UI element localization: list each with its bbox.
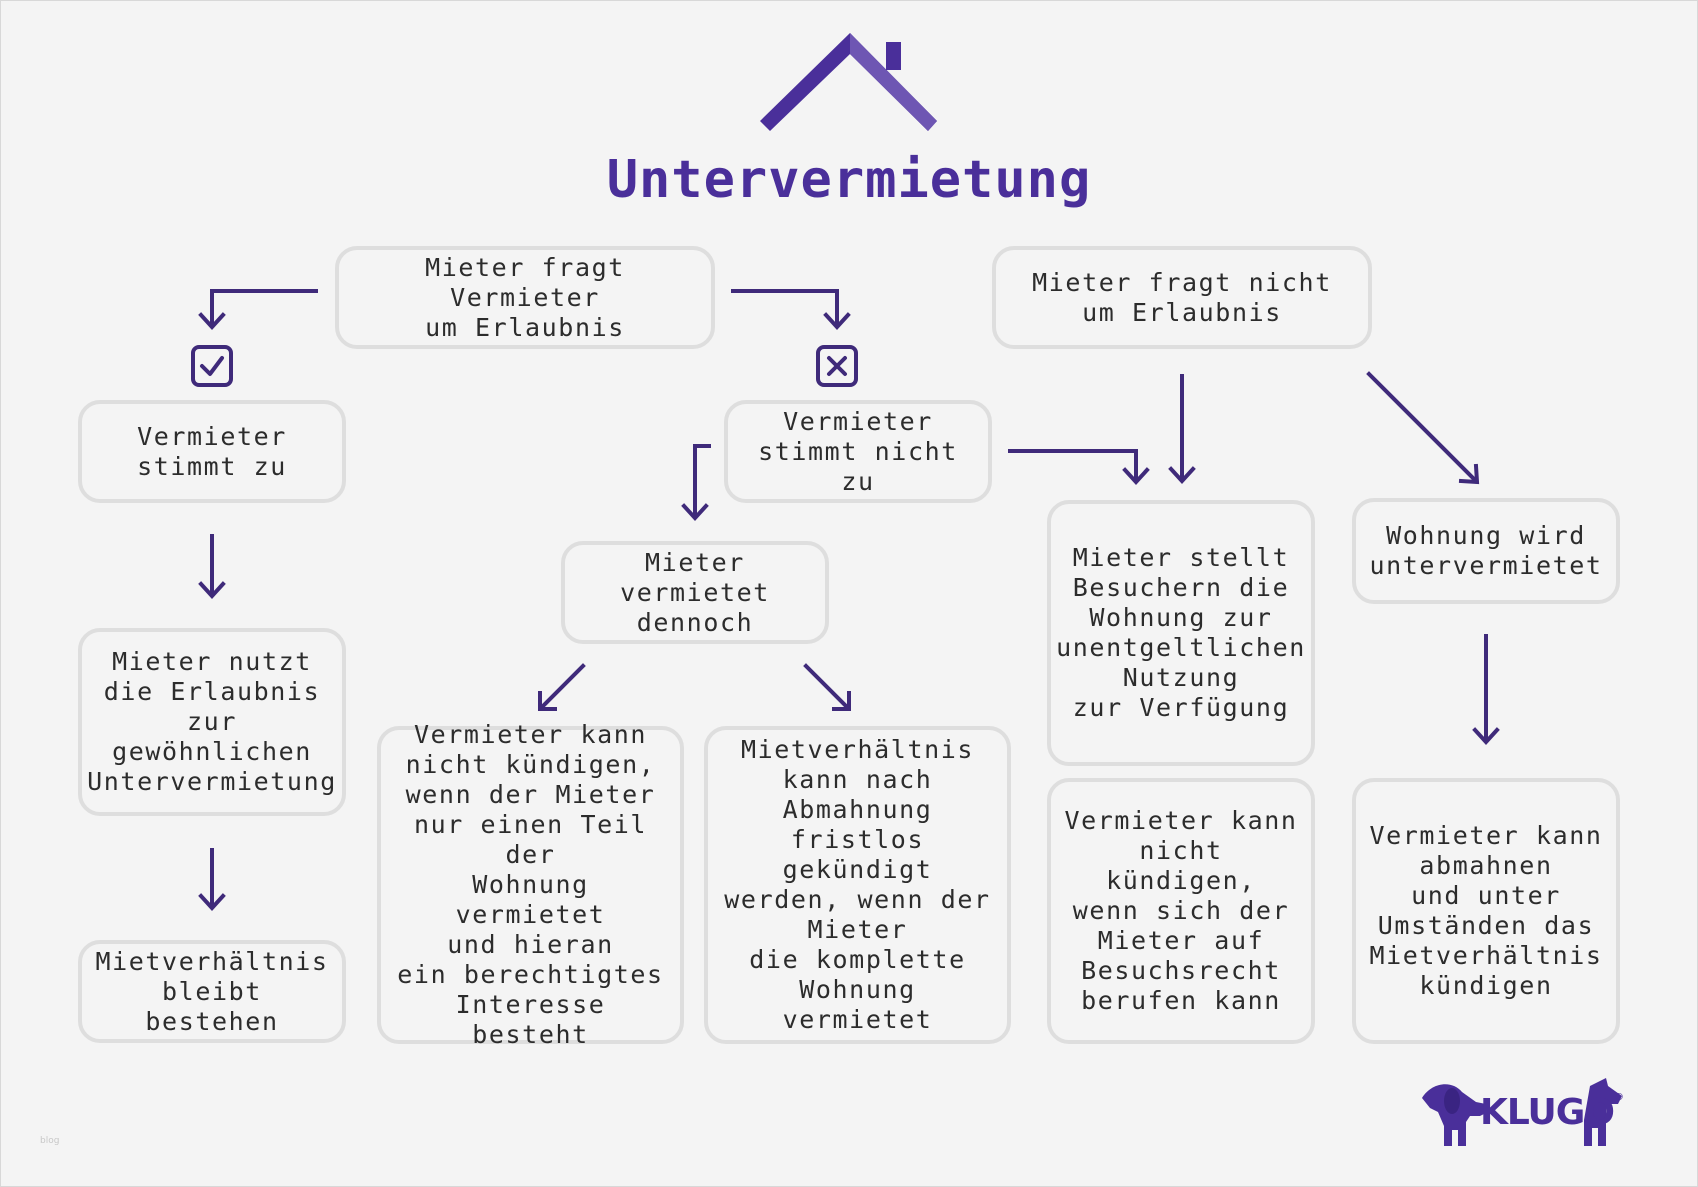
- box-mieter-nutzt-erlaubnis: Mieter nutzt die Erlaubnis zur gewöhnlic…: [78, 628, 346, 816]
- box-mietverhaeltnis-bleibt: Mietverhältnis bleibt bestehen: [78, 940, 346, 1043]
- arrow-uses-to-stays: [198, 848, 226, 911]
- box-vermieter-kann-abmahnen: Vermieter kann abmahnen und unter Umstän…: [1352, 778, 1620, 1044]
- box-vermieter-stimmt-zu: Vermieter stimmt zu: [78, 400, 346, 503]
- arrow-disagrees-to-visitors: [1008, 449, 1150, 485]
- arrow-notask-to-sublet: [1366, 371, 1480, 485]
- arrow-rents-to-terminate: [803, 663, 851, 711]
- arrow-ask-to-agrees: [198, 289, 318, 330]
- watermark: blog: [40, 1136, 60, 1146]
- arrow-notask-to-visitors: [1168, 374, 1196, 484]
- checkbox-cross-icon: [816, 345, 858, 387]
- logo-text: KLUGO®: [1480, 1092, 1624, 1133]
- box-vermieter-kann-nicht-kuendigen-besuch: Vermieter kann nicht kündigen, wenn sich…: [1047, 778, 1315, 1044]
- arrow-agrees-to-uses: [198, 534, 226, 599]
- box-mieter-fragt-nicht: Mieter fragt nicht um Erlaubnis: [992, 246, 1372, 349]
- checkbox-check-icon: [191, 345, 233, 387]
- box-wohnung-wird-untervermietet: Wohnung wird untervermietet: [1352, 498, 1620, 604]
- box-mieter-vermietet-dennoch: Mieter vermietet dennoch: [561, 541, 829, 644]
- registered-mark: ®: [1613, 1092, 1624, 1103]
- arrow-ask-to-disagrees: [731, 289, 851, 330]
- dachshund-logo-icon: [1422, 1078, 1622, 1146]
- page-title: Untervermietung: [606, 150, 1092, 210]
- arrow-disagrees-to-rents: [681, 444, 711, 521]
- arrow-sublet-to-warn: [1472, 634, 1500, 745]
- box-vermieter-stimmt-nicht-zu: Vermieter stimmt nicht zu: [724, 400, 992, 503]
- box-fristlos-gekuendigt: Mietverhältnis kann nach Abmahnung frist…: [704, 726, 1011, 1044]
- arrow-rents-to-cannot: [538, 663, 586, 711]
- box-mieter-fragt: Mieter fragt Vermieter um Erlaubnis: [335, 246, 715, 349]
- box-besucher-unentgeltlich: Mieter stellt Besuchern die Wohnung zur …: [1047, 500, 1315, 766]
